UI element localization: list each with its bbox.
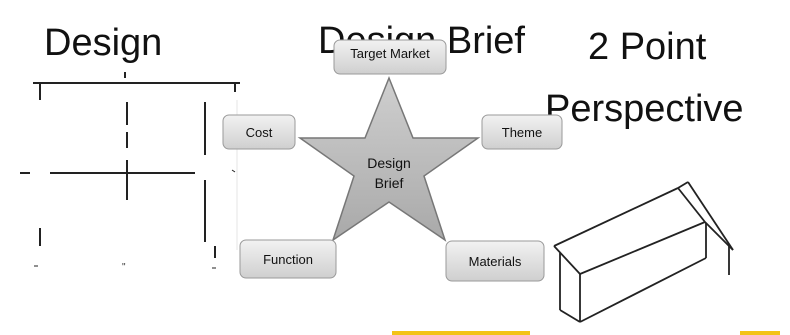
box-function: Function [239,239,337,279]
box-theme-label: Theme [502,125,542,140]
star-label-line2: Brief [375,175,404,191]
title-perspective: Perspective [545,88,744,130]
box-target-market-label: Target Market [350,46,430,61]
accent-bar-left [392,331,530,335]
perspective-house-drawing [553,181,734,323]
box-cost-label: Cost [246,125,273,140]
title-design: Design [44,22,163,64]
box-cost: Cost [222,114,296,150]
box-materials: Materials [445,240,545,282]
star-label-line1: Design [367,155,411,171]
title-2-point: 2 Point [588,26,707,68]
design-brief-star: Design Brief [297,75,481,242]
box-target-market: Target Market [333,39,447,75]
accent-bar-right [740,331,780,335]
floor-plan-drawing [20,72,240,269]
box-function-label: Function [263,252,313,267]
plan-bottom-mark: " [122,262,126,273]
box-materials-label: Materials [469,254,522,269]
box-theme: Theme [481,114,563,150]
